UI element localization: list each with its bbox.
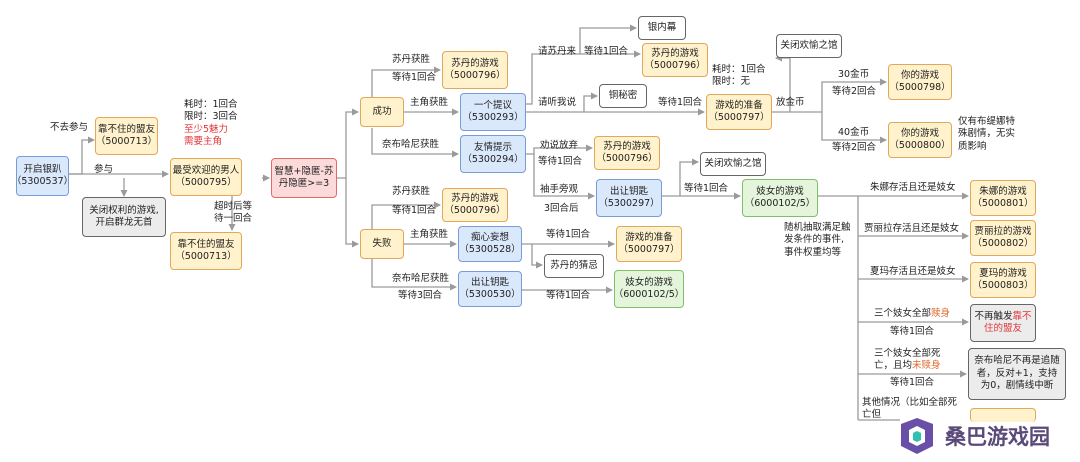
label-watch: 袖手旁观 [540, 184, 579, 195]
node-close-pleasure-a[interactable]: 关闭欢愉之馆 [776, 34, 842, 58]
label-wait1-f: 等待1回合 [392, 205, 437, 216]
sangba-logo-icon [901, 418, 933, 454]
node-unreliable-ally-1[interactable]: 靠不住的盟友（5000713） [95, 117, 158, 155]
label-wait1-b: 等待1回合 [584, 46, 629, 57]
label-wait1-d: 等待1回合 [538, 156, 583, 167]
label-hero-win-2: 主角获胜 [410, 229, 449, 240]
label-three-sold: 三个妓女全部赎身 [874, 308, 951, 319]
node-your-game-b[interactable]: 你的游戏（5000800） [888, 122, 952, 158]
node-prostitute-game-b[interactable]: 妓女的游戏（6000102/5） [614, 270, 684, 308]
label-after3: 3回合后 [544, 203, 579, 214]
label-wait1-i: 等待1回合 [890, 326, 935, 337]
label-only-butina: 仅有布缇娜特 殊剧情，无实 质影响 [958, 116, 1016, 152]
node-copper-secret[interactable]: 铜秘密 [599, 84, 647, 108]
label-wait2-a: 等待2回合 [832, 86, 877, 97]
label-other: 其他情况（比如全部死 亡但 [862, 397, 958, 421]
label-invite-susan: 请苏丹来 [538, 46, 577, 57]
node-your-game-a[interactable]: 你的游戏（5000798） [888, 64, 952, 100]
label-susan-win-2: 苏丹获胜 [392, 186, 431, 197]
node-fail[interactable]: 失败 [360, 229, 404, 259]
label-wait1-j: 等待1回合 [890, 377, 935, 388]
label-wait1-h: 等待1回合 [546, 290, 591, 301]
label-wait1-a: 等待1回合 [392, 72, 437, 83]
node-susan-guess[interactable]: 苏丹的猜忌 [544, 254, 604, 278]
label-zhuna-alive: 朱娜存活且还是妓女 [870, 182, 956, 193]
node-unreliable-ally-2[interactable]: 靠不住的盟友（5000713） [170, 232, 242, 270]
node-prostitute-game-a[interactable]: 妓女的游戏（6000102/5） [742, 179, 818, 217]
watermark-text: 桑巴游戏园 [945, 425, 1050, 449]
node-xiama-game[interactable]: 夏玛的游戏（5000803） [970, 262, 1036, 298]
node-silver-secret[interactable]: 银内幕 [638, 16, 686, 40]
label-wait1-e: 等待1回合 [684, 183, 729, 194]
node-close-pleasure-b[interactable]: 关闭欢愉之馆 [700, 152, 766, 176]
watermark-logo: 桑巴游戏园 [897, 412, 1077, 460]
node-susan-game-a[interactable]: 苏丹的游戏（5000796） [442, 51, 508, 89]
label-random: 随机抽取满足触 发条件的事件, 事件权重均等 [784, 222, 851, 258]
node-jiali-game[interactable]: 贾丽拉的游戏（5000802） [970, 220, 1036, 256]
label-give-gold: 放金币 [776, 97, 805, 108]
node-susan-game-b[interactable]: 苏丹的游戏（5000796） [642, 43, 708, 77]
label-wait1-c: 等待1回合 [658, 97, 703, 108]
label-gold-40: 40金币 [838, 127, 870, 138]
node-close-game[interactable]: 关闭权利的游戏,开启群龙无首 [82, 197, 166, 237]
node-game-prep-b[interactable]: 游戏的准备（5000797） [616, 226, 682, 262]
label-timeout: 超时后等 待一回合 [214, 201, 253, 225]
node-game-prep-a[interactable]: 游戏的准备（5000797） [706, 94, 772, 130]
node-give-key-b[interactable]: 出让钥匙（5300530） [458, 271, 522, 307]
node-start[interactable]: 开启银趴（5300537） [12, 156, 73, 196]
node-partial-bottom [970, 408, 1036, 422]
label-three-dead: 三个妓女全部死 亡，且均未赎身 [874, 348, 941, 372]
node-zhuna-game[interactable]: 朱娜的游戏（5000801） [970, 180, 1036, 216]
label-jiali-alive: 贾丽拉存活且还是妓女 [864, 223, 960, 234]
label-nabhani-win-1: 奈布哈尼获胜 [382, 139, 440, 150]
label-xiama-alive: 夏玛存活且还是妓女 [870, 266, 956, 277]
node-proposal[interactable]: 一个提议（5300293） [460, 93, 526, 131]
node-susan-game-d[interactable]: 苏丹的游戏（5000796） [442, 188, 508, 222]
label-wait1-g: 等待1回合 [546, 229, 591, 240]
node-hint[interactable]: 友情提示（5300294） [460, 135, 526, 173]
node-nabhani-end[interactable]: 奈布哈尼不再是追随者，反对+1，支持为0，剧情线中断 [968, 348, 1066, 400]
node-popular-man[interactable]: 最受欢迎的男人（5000795） [170, 158, 242, 196]
node-no-trigger[interactable]: 不再触发靠不 住的盟友 [970, 304, 1036, 342]
node-check[interactable]: 智慧+隐匿-苏丹隐匿>=3 [271, 158, 337, 198]
label-nabhani-win-2: 奈布哈尼获胜 [392, 273, 450, 284]
label-no-join: 不去参与 [50, 122, 89, 133]
node-delusion[interactable]: 痴心妄想（5300528） [458, 226, 522, 262]
node-give-key-a[interactable]: 出让钥匙（5300297） [596, 179, 662, 217]
label-wait2-b: 等待2回合 [832, 142, 877, 153]
label-susan-win-1: 苏丹获胜 [392, 54, 431, 65]
label-listen-me: 请听我说 [538, 97, 577, 108]
label-constraints: 耗时：1回合 限时：3回合 至少5魅力 需要主角 [184, 99, 238, 148]
label-join: 参与 [94, 164, 114, 175]
node-success[interactable]: 成功 [360, 97, 404, 127]
label-prep-constraints: 耗时：1回合 限时：无 [712, 64, 766, 88]
node-susan-game-c[interactable]: 苏丹的游戏（5000796） [594, 136, 660, 170]
label-wait3: 等待3回合 [398, 290, 443, 301]
label-gold-30: 30金币 [838, 69, 870, 80]
label-hero-win-1: 主角获胜 [410, 97, 449, 108]
label-persuade: 劝说放弃 [540, 140, 579, 151]
